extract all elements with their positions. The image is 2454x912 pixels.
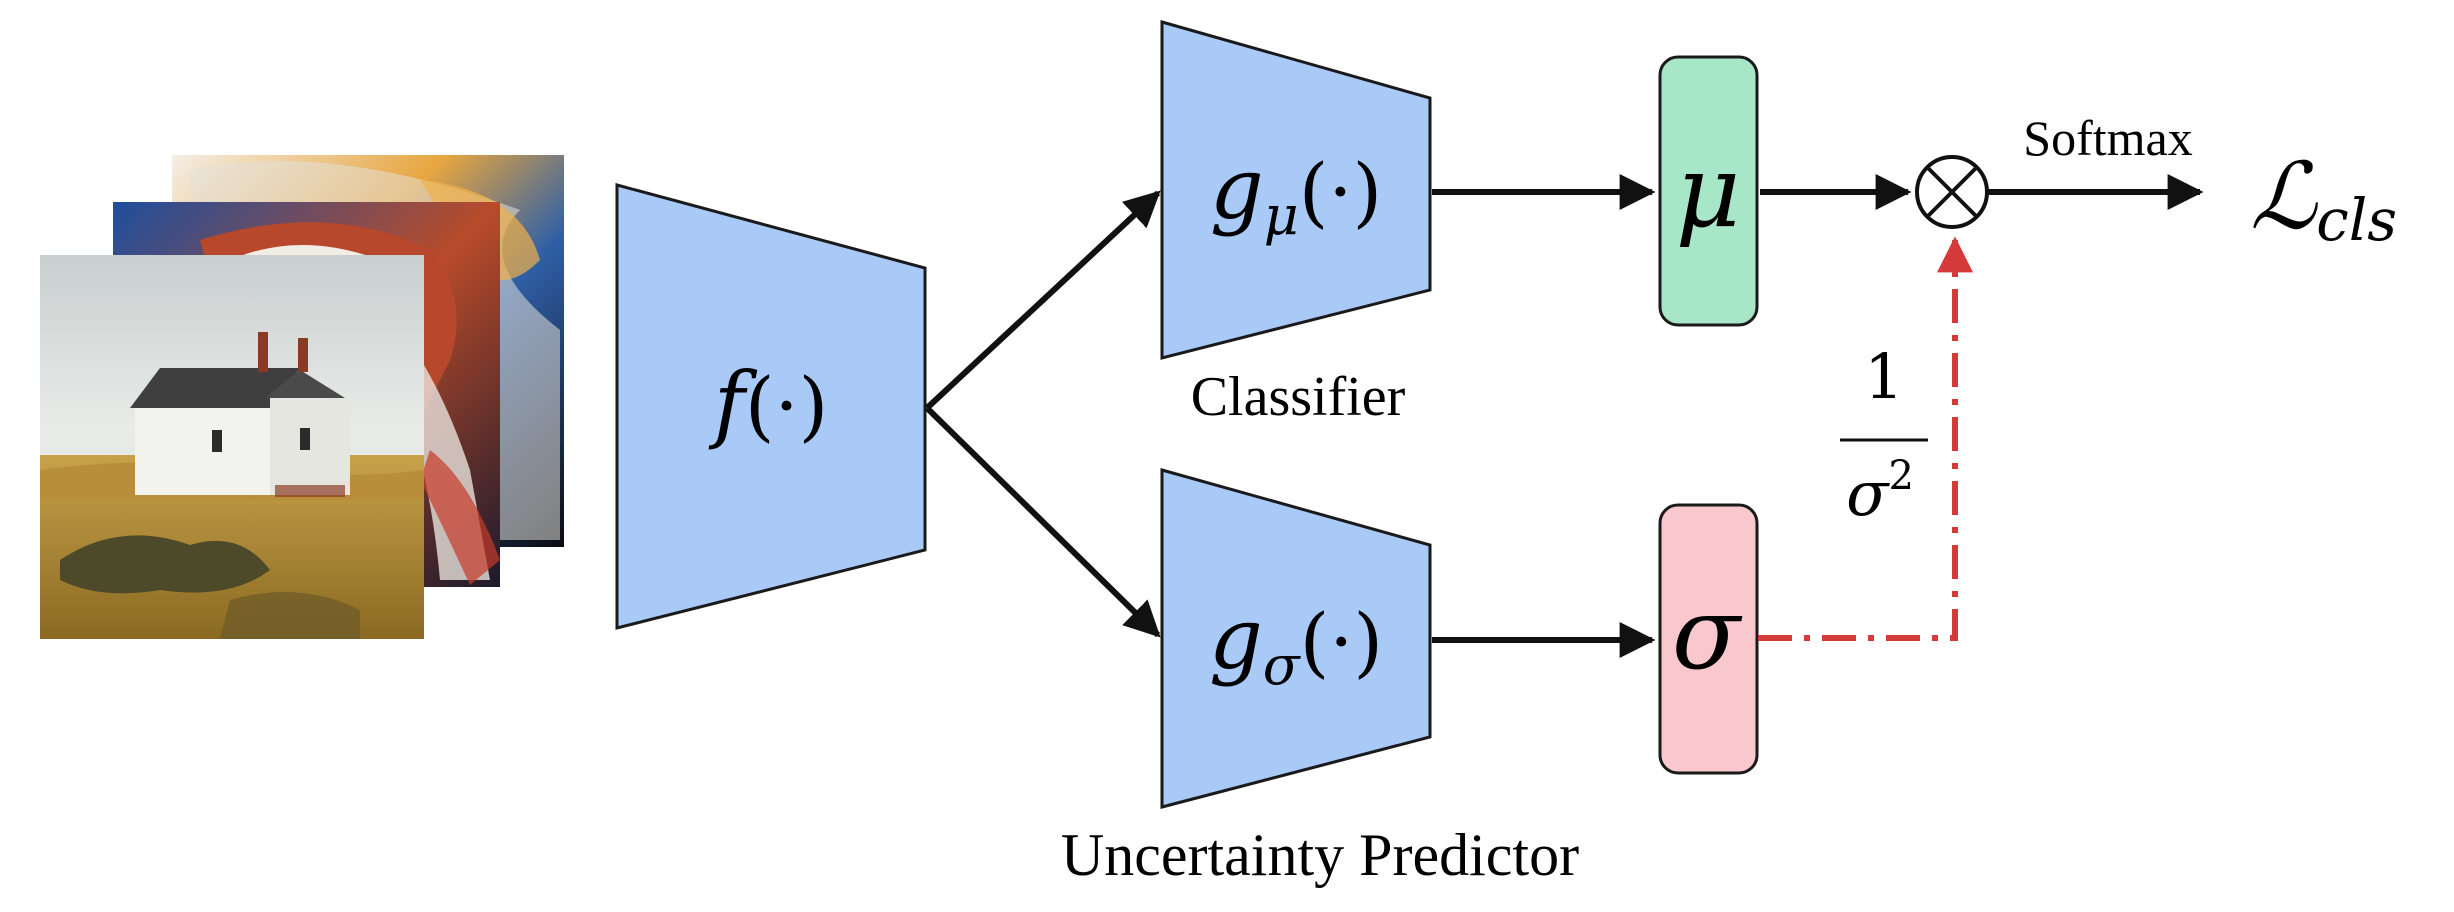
uncertainty-predictor-label: gσ(·) xyxy=(1209,590,1383,697)
classifier-label: gμ(·) xyxy=(1210,140,1382,247)
uncertainty-predictor-caption: Uncertainty Predictor xyxy=(1061,822,1579,888)
arrow-encoder-to-uncertainty xyxy=(924,405,1161,638)
loss-label: ℒcls xyxy=(2250,143,2397,254)
mu-symbol: μ xyxy=(1676,133,1741,250)
arrow-encoder-to-classifier xyxy=(924,190,1161,411)
house-painting-front xyxy=(40,255,424,639)
sigma-symbol: σ xyxy=(1672,575,1743,692)
encoder-block: f(·) xyxy=(615,183,927,630)
dashed-arrow-sigma-to-multiply xyxy=(1758,236,1973,641)
fraction-numerator: 1 xyxy=(1864,340,1903,413)
classifier-block: gμ(·) xyxy=(1160,20,1432,360)
fraction-denominator: σ2 xyxy=(1846,453,1914,530)
encoder-label: f(·) xyxy=(708,354,829,452)
softmax-label: Softmax xyxy=(2023,110,2192,166)
classifier-caption: Classifier xyxy=(1191,366,1406,428)
uncertainty-predictor-block: gσ(·) xyxy=(1160,468,1432,809)
multiply-operator-icon xyxy=(1915,155,1989,229)
inverse-variance-fraction: 1 σ2 xyxy=(1840,340,1928,530)
input-images xyxy=(40,155,564,639)
mu-box: μ xyxy=(1658,55,1759,327)
sigma-box: σ xyxy=(1658,503,1759,775)
